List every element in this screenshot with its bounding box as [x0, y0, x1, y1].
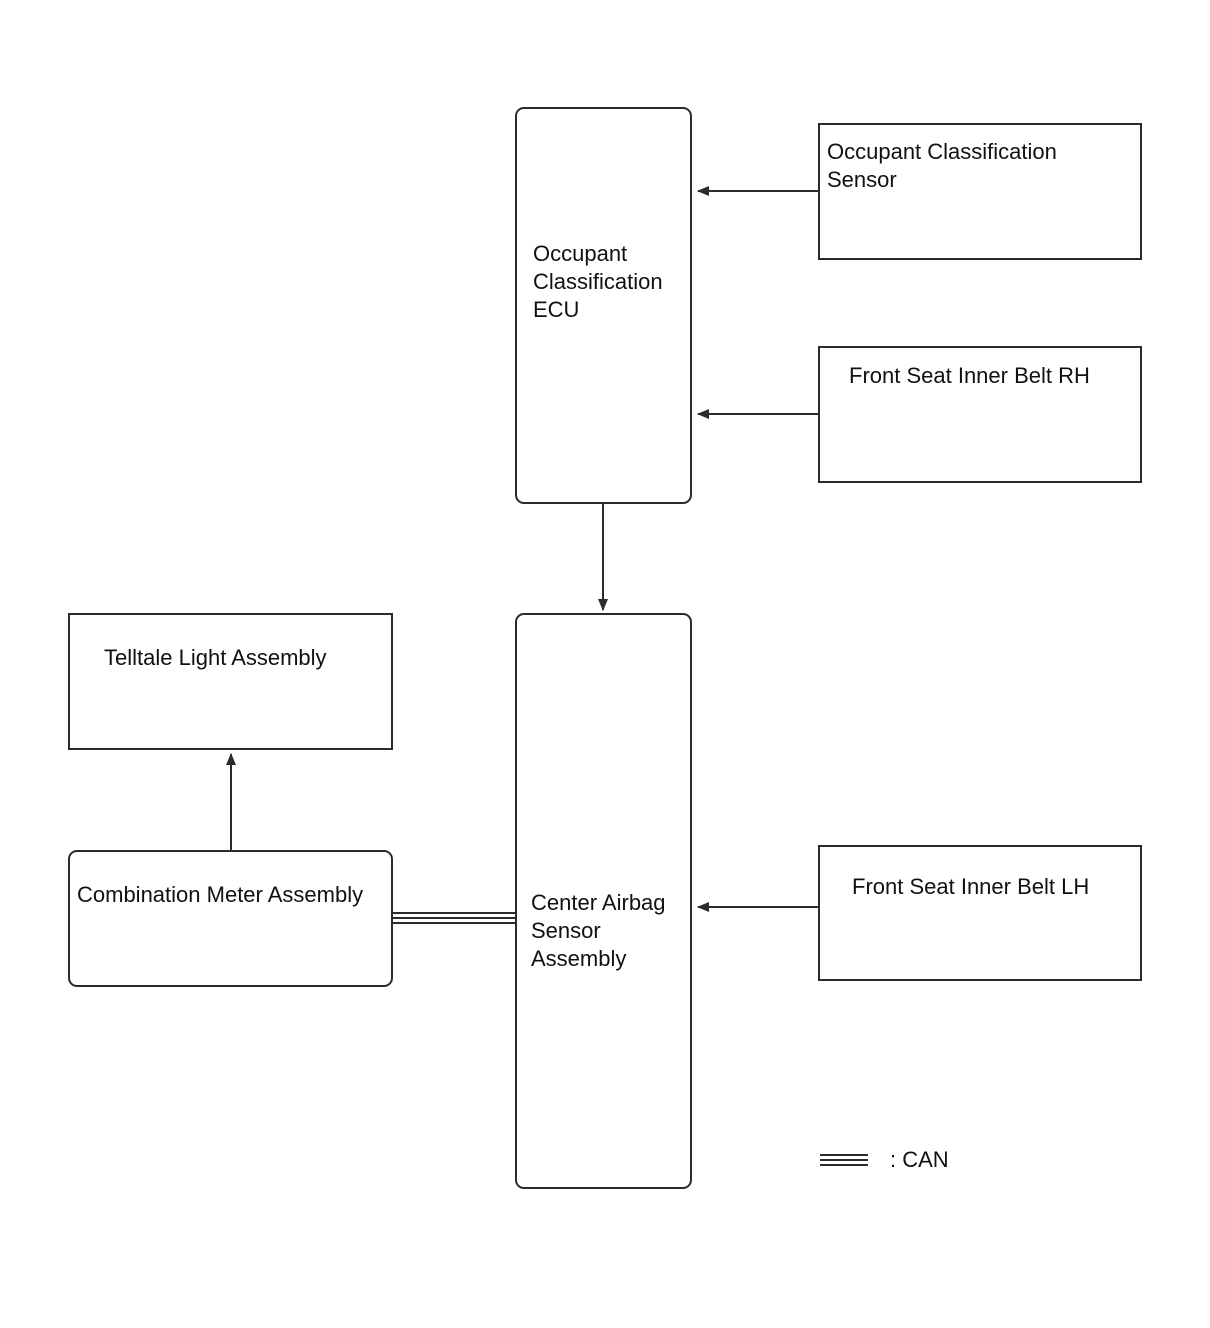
sensor-label-line-1: Occupant Classification	[827, 139, 1057, 164]
occupant-classification-sensor-box: Occupant Classification Sensor	[818, 123, 1142, 260]
center-airbag-label-line-2: Sensor	[531, 918, 601, 943]
telltale-light-assembly-box: Telltale Light Assembly	[68, 613, 393, 750]
ecu-label-line-1: Occupant	[533, 241, 628, 266]
legend-can-symbol	[820, 1154, 868, 1166]
front-seat-inner-belt-lh-box: Front Seat Inner Belt LH	[818, 845, 1142, 981]
center-airbag-label-line-1: Center Airbag	[531, 890, 666, 915]
belt-lh-label: Front Seat Inner Belt LH	[852, 874, 1090, 899]
sensor-label-line-2: Sensor	[827, 167, 897, 192]
center-airbag-label-line-3: Assembly	[531, 946, 627, 971]
can-bus-line	[392, 912, 516, 924]
combination-meter-label: Combination Meter Assembly	[77, 882, 364, 907]
ecu-label-line-3: ECU	[533, 297, 580, 322]
occupant-classification-ecu-box: Occupant Classification ECU	[515, 107, 692, 504]
front-seat-inner-belt-rh-box: Front Seat Inner Belt RH	[818, 346, 1142, 483]
legend-can-label: : CAN	[890, 1147, 949, 1172]
belt-rh-label: Front Seat Inner Belt RH	[849, 363, 1090, 388]
center-airbag-sensor-assembly-box: Center Airbag Sensor Assembly	[515, 613, 692, 1189]
telltale-label: Telltale Light Assembly	[104, 645, 327, 670]
combination-meter-assembly-box: Combination Meter Assembly	[68, 850, 393, 987]
ecu-label-line-2: Classification	[533, 269, 663, 294]
